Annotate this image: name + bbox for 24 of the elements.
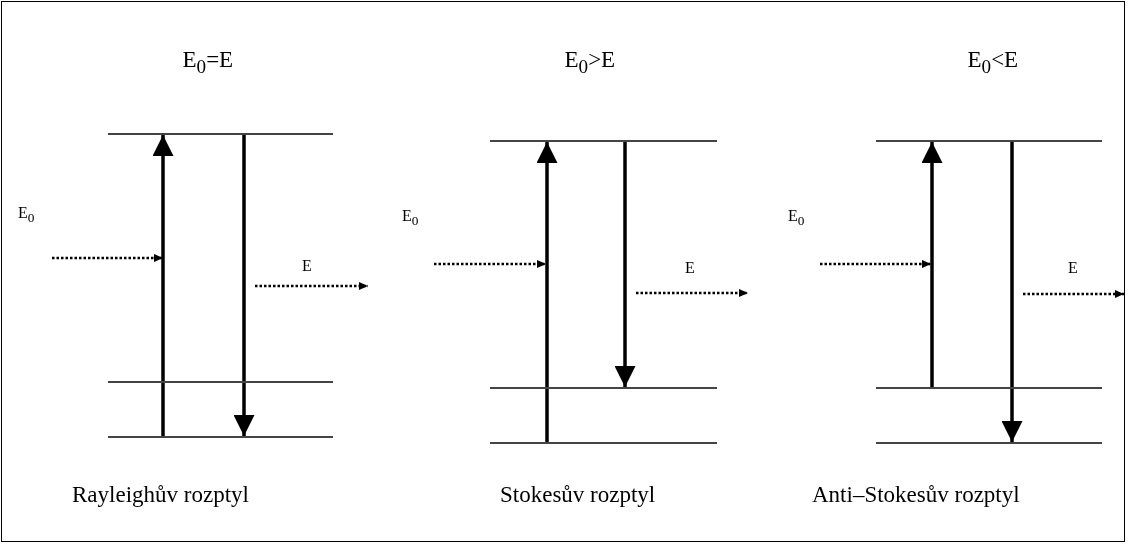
condition-label: E$_{0}$>E [564,48,616,76]
transition-arrow [1001,142,1023,442]
energy-label: E$_{0}$ [402,208,419,228]
condition-label: E$_{0}$<E [967,48,1019,76]
energy-level-line [490,442,717,444]
energy-label: E [685,260,695,276]
energy-level-line [490,140,717,142]
energy-level-line [108,436,333,438]
energy-level-line [876,387,1102,389]
energy-label: E$_{0}$ [18,205,35,225]
transition-arrow [536,142,558,442]
condition-label: E$_{0}$=E [182,48,234,76]
energy-level-line [876,140,1102,142]
transition-arrow [152,135,174,436]
energy-level-line [108,133,333,135]
transition-arrow [921,142,943,387]
transition-arrow [614,142,636,387]
energy-label: E$_{0}$ [788,208,805,228]
energy-label: E [302,258,312,274]
energy-level-line [490,387,717,389]
energy-label: E [1068,260,1078,276]
transition-arrow [233,135,255,436]
energy-level-line [108,381,333,383]
energy-level-line [876,442,1102,444]
